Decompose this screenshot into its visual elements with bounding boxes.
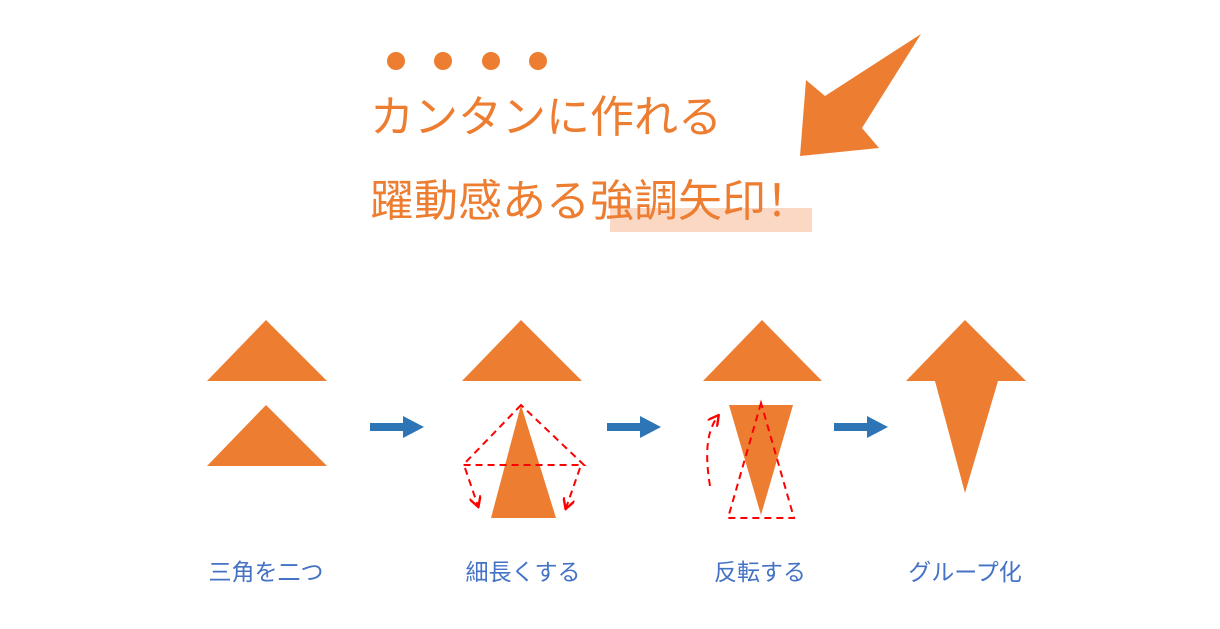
triangle-top [703,320,822,381]
original-triangle-guide [460,403,587,466]
shrink-arrow-left-icon [464,467,478,506]
dot [529,52,547,70]
headline-line2: 躍動感ある強調矢印！ [370,176,810,227]
triangle-inverted [729,405,793,515]
shrink-arrow-right-icon [566,467,581,508]
dot [387,52,405,70]
triangle-bottom [207,405,327,466]
dot [434,52,452,70]
grouped-arrow-icon [906,320,1026,493]
triangle-top [462,320,582,381]
triangle-tall [491,405,556,518]
step-label: 反転する [714,560,806,586]
flow-arrow-icon [607,416,661,438]
emphasis-dots [387,52,547,70]
step-label: グループ化 [908,560,1022,586]
step-label: 細長くする [466,560,581,586]
flow-arrow-icon [834,416,888,438]
pre-flip-triangle-guide [726,399,796,519]
flip-arrow-icon [706,416,718,487]
headline-line1: カンタンに作れる [370,92,722,143]
triangle-top [207,320,327,381]
dot [482,52,500,70]
flow-arrow-icon [370,416,424,438]
text-highlight [610,208,812,232]
big-emphasis-arrow-icon [800,34,921,156]
step-label: 三角を二つ [209,560,324,586]
